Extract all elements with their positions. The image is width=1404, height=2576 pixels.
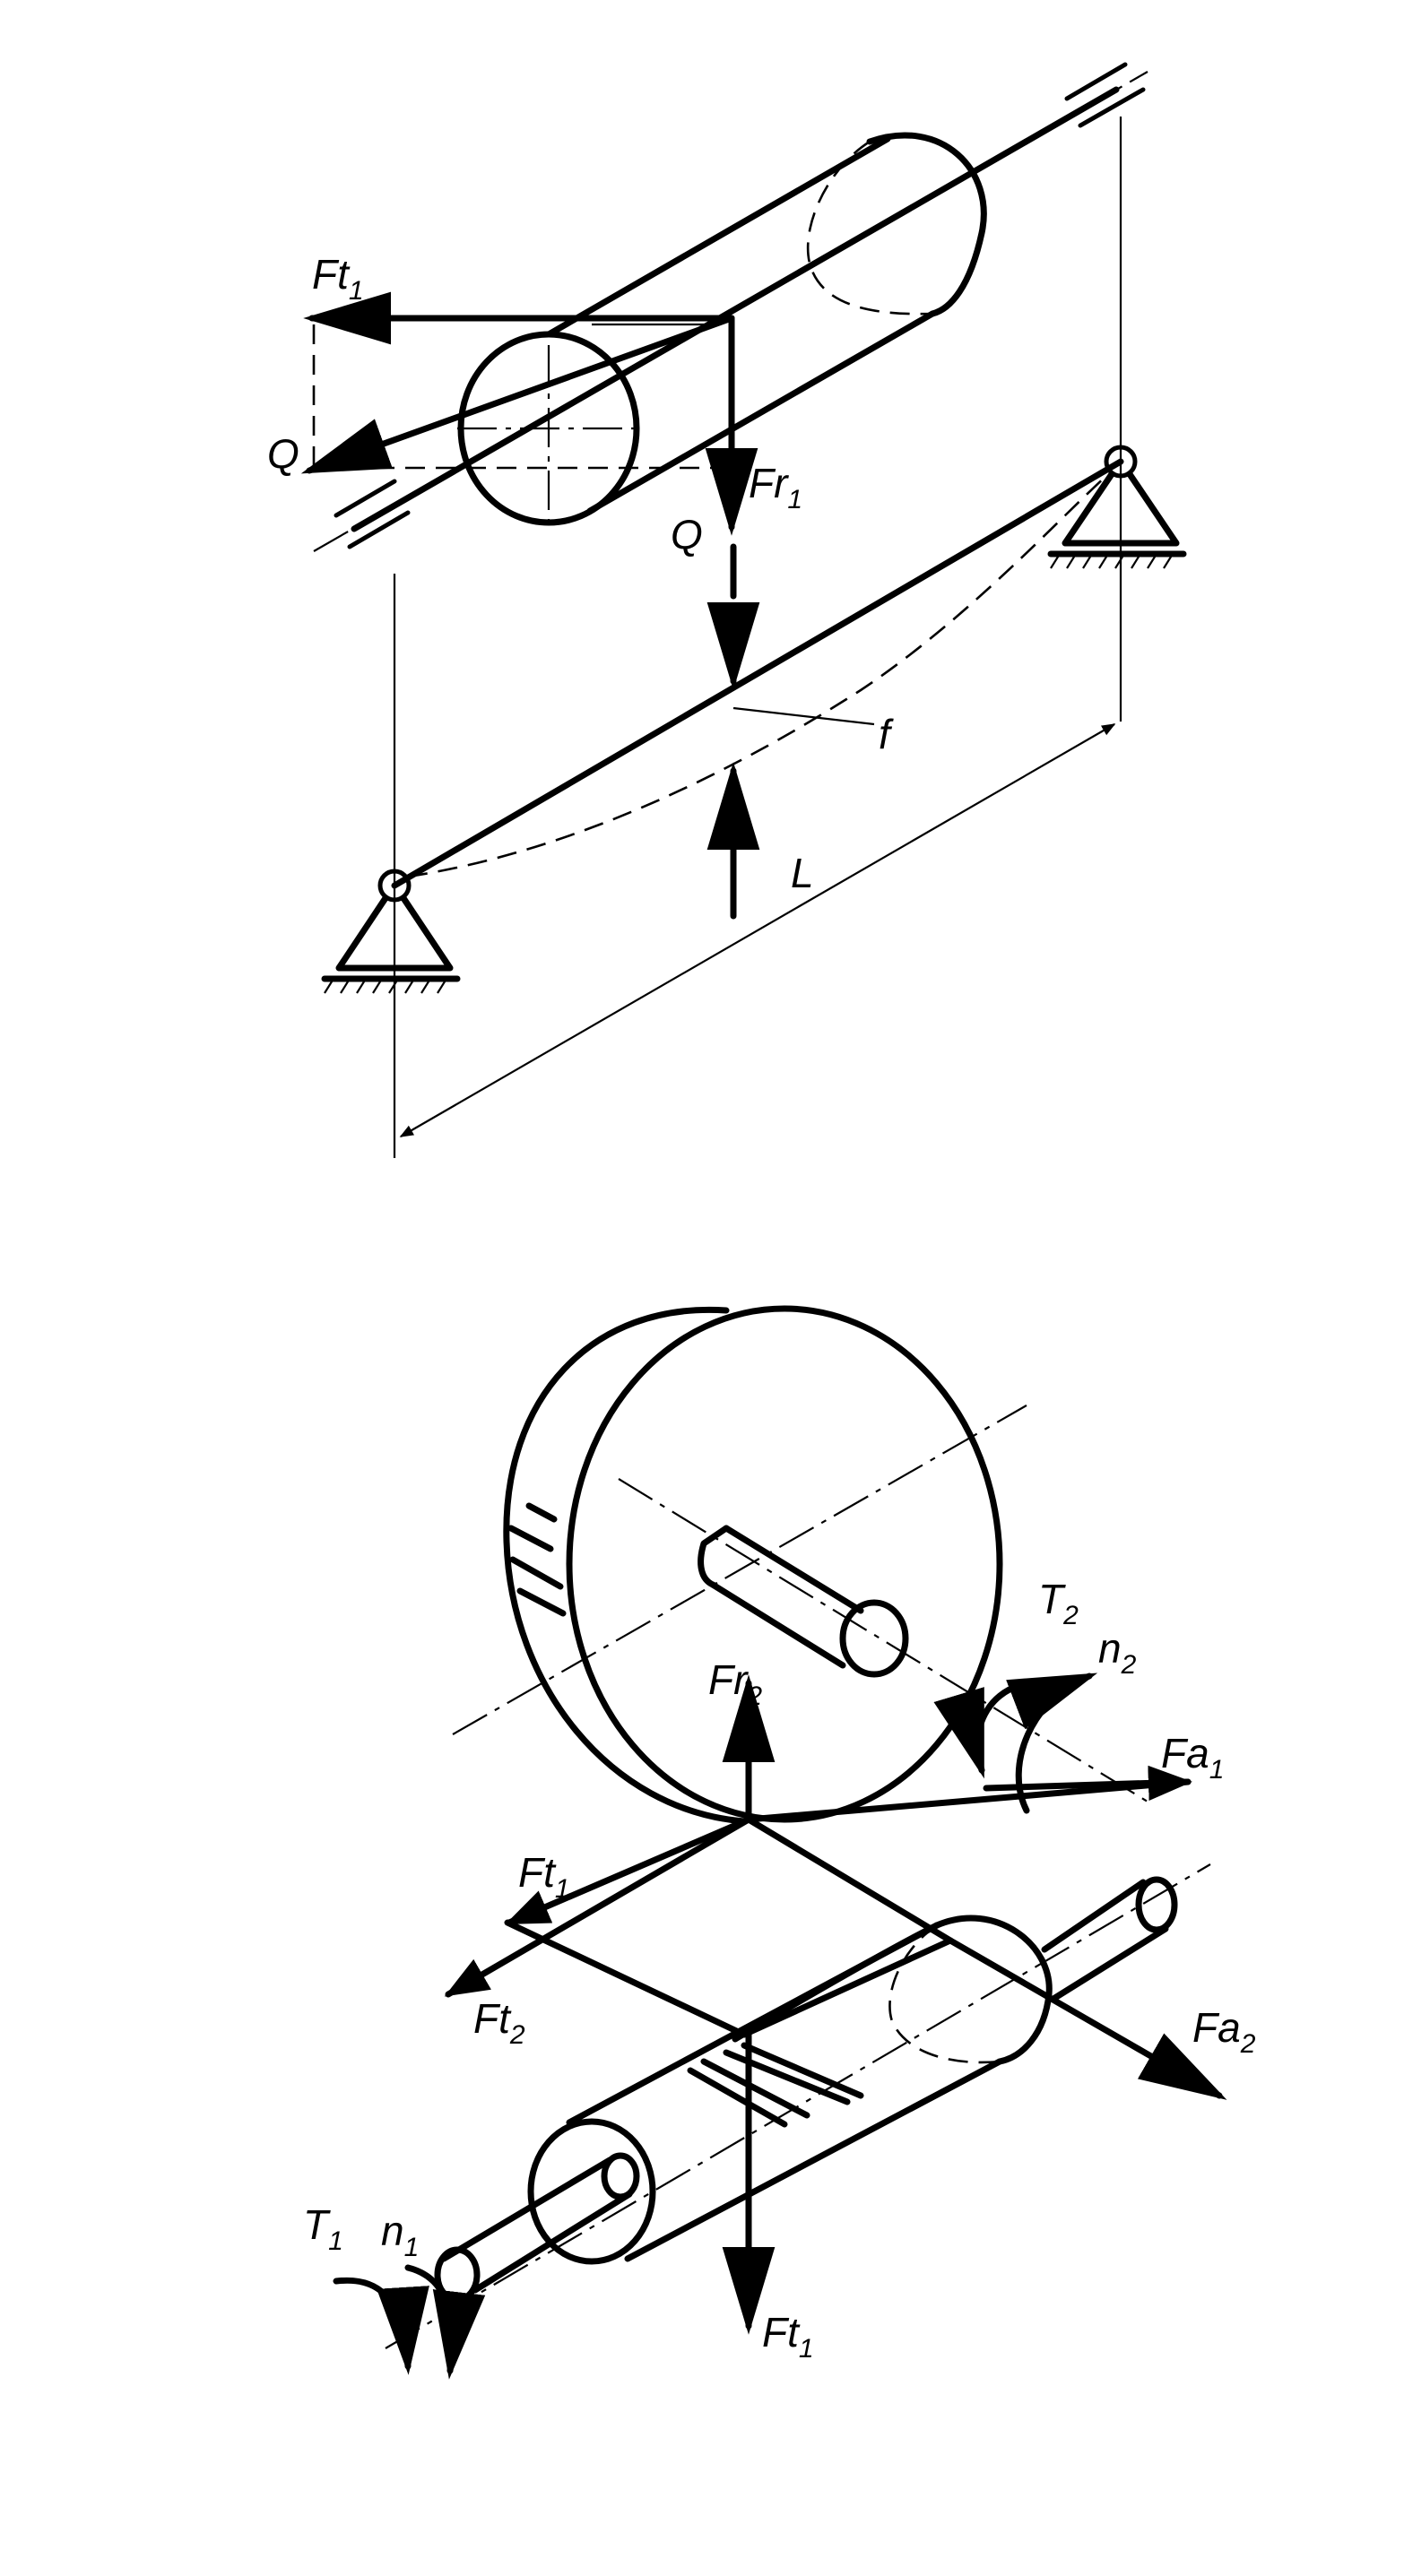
- pinion-shafts: [434, 1876, 1178, 2304]
- pinion-cylinder: [385, 1863, 1211, 2349]
- ft1-label: Ft1: [312, 251, 364, 306]
- gear-cylinder: [457, 132, 987, 533]
- ft2-arrow: [444, 1816, 752, 1998]
- beam: [391, 458, 1124, 889]
- contact-forces: [444, 1674, 1227, 2335]
- fa2-arrow: [947, 1937, 1227, 2100]
- fr1-label: Fr1: [749, 460, 802, 514]
- large-gear: [452, 1305, 1148, 1825]
- q-resultant-arrow: [300, 315, 735, 474]
- bottom-diagram: Fr2 T2 n2 Fa1 Ft1 Ft2 Fa2 T1 n1 Ft1: [303, 1305, 1256, 2380]
- dimension-l: [393, 117, 1122, 1158]
- force-construction: [300, 291, 758, 536]
- n1-label: n1: [381, 2208, 419, 2262]
- fr2-label: Fr2: [708, 1656, 762, 1711]
- n2-label: n2: [1098, 1625, 1137, 1680]
- shaft: [313, 62, 1148, 552]
- f-label: f: [879, 711, 894, 757]
- ft1-upper-label: Ft1: [518, 1849, 570, 1904]
- q-label-left: Q: [267, 430, 299, 477]
- ft1-upper-arrow: [505, 1816, 752, 1926]
- top-diagram: Ft1 Q Fr1 Q f L: [267, 62, 1187, 1158]
- q-label-vertical: Q: [671, 511, 703, 558]
- t1-label: T1: [303, 2201, 343, 2256]
- left-support: [321, 869, 461, 994]
- ft1-lower-label: Ft1: [762, 2309, 814, 2364]
- deflection-leader: [732, 706, 875, 726]
- fa2-label: Fa2: [1192, 2004, 1256, 2059]
- large-gear-shaft: [698, 1525, 909, 1678]
- rotation-t1: [333, 2264, 486, 2380]
- ft2-label: Ft2: [473, 1995, 525, 2050]
- t2-label: T2: [1038, 1576, 1079, 1630]
- l-label: L: [791, 850, 814, 896]
- fa1-label: Fa1: [1161, 1730, 1224, 1785]
- rotation-t2: [933, 1673, 1098, 1814]
